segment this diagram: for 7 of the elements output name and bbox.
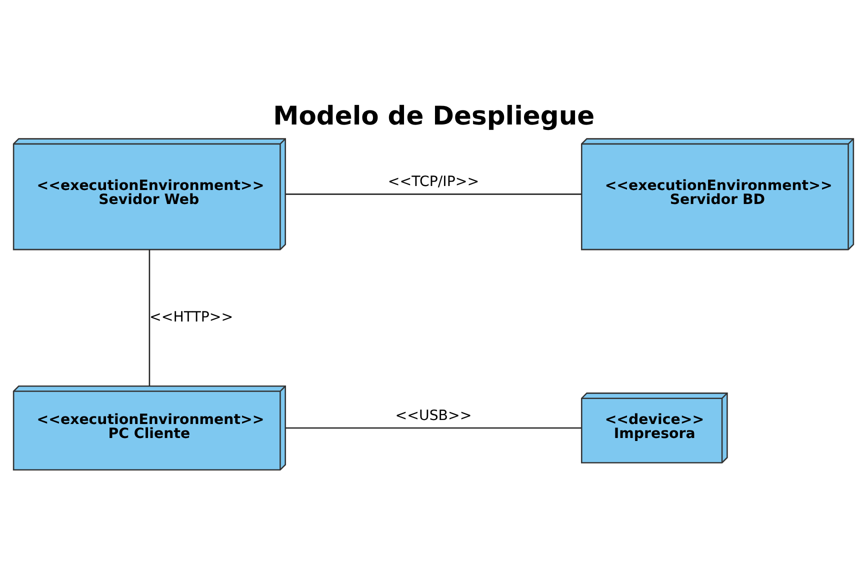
diagram-title: Modelo de Despliegue: [273, 101, 595, 132]
edge-label: <<USB>>: [395, 407, 472, 424]
connector: [286, 193, 582, 194]
connector: [285, 426, 582, 428]
connector: [148, 249, 150, 386]
edge-label: <<TCP/IP>>: [388, 174, 480, 190]
edge-label: <<HTTP>>: [149, 308, 234, 325]
